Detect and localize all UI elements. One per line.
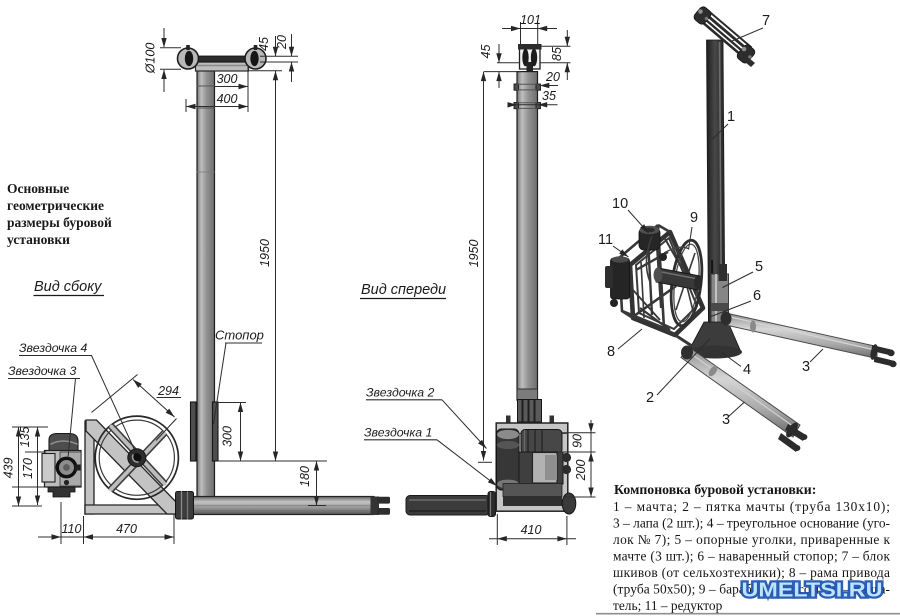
svg-text:400: 400 — [217, 92, 238, 106]
svg-text:300: 300 — [217, 72, 238, 86]
svg-text:Звездочка 4: Звездочка 4 — [19, 341, 87, 355]
svg-text:45: 45 — [479, 45, 493, 59]
svg-text:135: 135 — [18, 427, 32, 448]
svg-text:установки: установки — [7, 232, 70, 247]
svg-text:5: 5 — [755, 259, 763, 275]
svg-text:20: 20 — [545, 70, 560, 84]
svg-text:4: 4 — [743, 362, 751, 378]
svg-text:101: 101 — [520, 13, 541, 27]
svg-text:Звездочка 3: Звездочка 3 — [8, 364, 76, 378]
svg-text:Звездочка 2: Звездочка 2 — [366, 386, 434, 400]
svg-text:20: 20 — [275, 35, 289, 50]
svg-text:110: 110 — [62, 522, 82, 536]
svg-text:410: 410 — [521, 523, 542, 537]
svg-text:(труба 50х50); 9 – барабан с т: (труба 50х50); 9 – барабан с тросом; 10 … — [613, 582, 890, 597]
svg-text:шкивов (от сельхозтехники); 8: шкивов (от сельхозтехники); 8 – рама при… — [613, 565, 890, 580]
svg-text:1950: 1950 — [258, 239, 272, 267]
svg-text:9: 9 — [690, 210, 698, 226]
svg-text:294: 294 — [157, 384, 179, 398]
svg-text:Стопор: Стопор — [215, 328, 264, 343]
svg-text:Звездочка 1: Звездочка 1 — [364, 426, 432, 440]
svg-text:Основные: Основные — [7, 181, 69, 196]
svg-text:180: 180 — [298, 466, 312, 487]
svg-text:UMELTSI.RU: UMELTSI.RU — [742, 579, 883, 602]
svg-text:1: 1 — [727, 109, 735, 125]
svg-text:8: 8 — [607, 344, 615, 360]
svg-text:10: 10 — [612, 196, 628, 212]
svg-text:геометрические: геометрические — [7, 198, 104, 213]
svg-text:3: 3 — [802, 359, 810, 375]
svg-text:Вид сбоку: Вид сбоку — [34, 279, 102, 295]
svg-text:85: 85 — [550, 47, 564, 61]
svg-text:UMELTSI.RU: UMELTSI.RU — [742, 579, 883, 602]
svg-text:170: 170 — [21, 458, 35, 479]
svg-text:3 – лапа (2 шт.); 4 – треуголь: 3 – лапа (2 шт.); 4 – треугольное основа… — [613, 516, 890, 531]
svg-text:6: 6 — [753, 288, 761, 304]
svg-text:тель; 11 – редуктор: тель; 11 – редуктор — [613, 598, 723, 613]
svg-text:300: 300 — [221, 426, 235, 447]
svg-text:мачте (3 шт.); 6 – наваренный: мачте (3 шт.); 6 – наваренный стопор; 7 … — [613, 549, 890, 564]
svg-text:470: 470 — [116, 522, 137, 536]
svg-text:200: 200 — [574, 460, 588, 482]
svg-text:11: 11 — [598, 232, 613, 248]
svg-text:90: 90 — [571, 434, 585, 448]
svg-text:Компоновка буровой установки:: Компоновка буровой установки: — [614, 482, 816, 497]
svg-text:35: 35 — [542, 89, 556, 103]
svg-text:Вид спереди: Вид спереди — [361, 282, 446, 298]
svg-text:45: 45 — [257, 37, 271, 51]
svg-text:1 – мачта; 2 – пятка мачты (тр: 1 – мачта; 2 – пятка мачты (труба 130х10… — [613, 499, 890, 514]
svg-text:439: 439 — [2, 458, 16, 479]
svg-text:2: 2 — [646, 390, 654, 406]
svg-text:1950: 1950 — [467, 240, 481, 268]
svg-text:3: 3 — [722, 412, 730, 428]
svg-text:Ø100: Ø100 — [144, 43, 158, 75]
svg-text:размеры буровой: размеры буровой — [7, 215, 112, 230]
svg-text:лок № 7); 5 – опорные уголки,: лок № 7); 5 – опорные уголки, приваренны… — [613, 532, 890, 547]
svg-text:7: 7 — [762, 13, 770, 29]
